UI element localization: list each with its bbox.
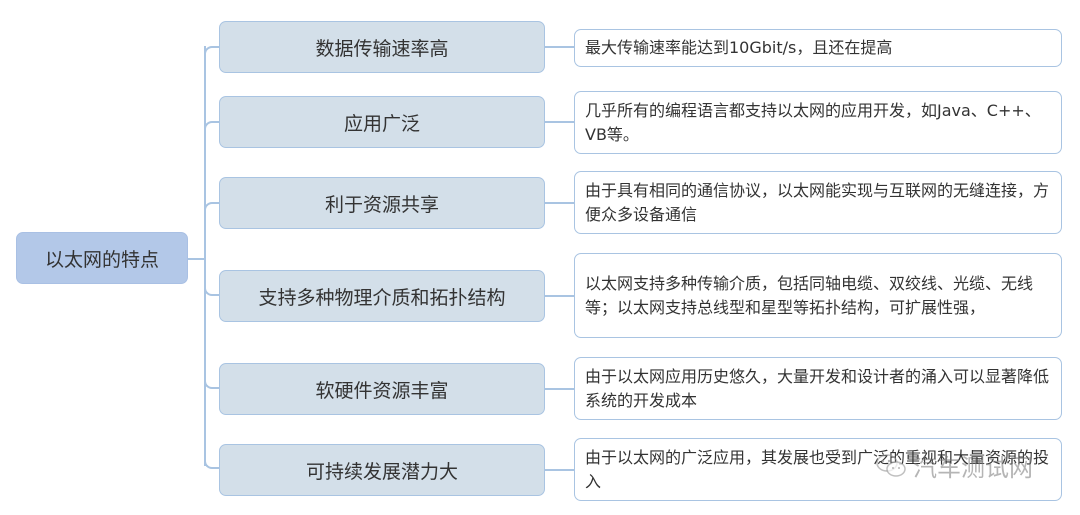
root-node[interactable]: 以太网的特点 [16, 232, 188, 284]
leaf-node-sustainable-potential[interactable]: 由于以太网的广泛应用，其发展也受到广泛的重视和大量资源的投入 [574, 438, 1062, 501]
leaf-connector [545, 46, 574, 48]
branch-node-physical-media-topology[interactable]: 支持多种物理介质和拓扑结构 [219, 270, 545, 322]
branch-node-resource-sharing[interactable]: 利于资源共享 [219, 177, 545, 229]
branch-label: 数据传输速率高 [315, 37, 449, 60]
elbow-connector [204, 46, 220, 58]
branch-label: 支持多种物理介质和拓扑结构 [258, 286, 506, 309]
leaf-node-wide-application[interactable]: 几乎所有的编程语言都支持以太网的应用开发，如Java、C++、VB等。 [574, 91, 1062, 154]
branch-node-rich-resources[interactable]: 软硬件资源丰富 [219, 363, 545, 415]
leaf-connector [545, 388, 574, 390]
branch-node-wide-application[interactable]: 应用广泛 [219, 96, 545, 148]
leaf-connector [545, 295, 574, 297]
elbow-connector [204, 377, 220, 389]
trunk-line [204, 46, 206, 466]
leaf-connector [545, 121, 574, 123]
elbow-connector [204, 457, 220, 469]
branch-label: 可持续发展潜力大 [305, 460, 458, 483]
root-connector [188, 258, 205, 260]
leaf-text: 由于具有相同的通信协议，以太网能实现与互联网的无缝连接，方便众多设备通信 [585, 180, 1050, 224]
leaf-node-resource-sharing[interactable]: 由于具有相同的通信协议，以太网能实现与互联网的无缝连接，方便众多设备通信 [574, 171, 1062, 234]
leaf-node-data-rate[interactable]: 最大传输速率能达到10Gbit/s，且还在提高 [574, 29, 1062, 67]
branch-label: 利于资源共享 [324, 193, 439, 216]
leaf-text: 最大传输速率能达到10Gbit/s，且还在提高 [585, 38, 893, 57]
leaf-text: 以太网支持多种传输介质，包括同轴电缆、双绞线、光缆、无线等；以太网支持总线型和星… [585, 273, 1034, 317]
leaf-node-physical-media-topology[interactable]: 以太网支持多种传输介质，包括同轴电缆、双绞线、光缆、无线等；以太网支持总线型和星… [574, 253, 1062, 338]
root-label: 以太网的特点 [44, 248, 159, 271]
branch-node-sustainable-potential[interactable]: 可持续发展潜力大 [219, 444, 545, 496]
leaf-node-rich-resources[interactable]: 由于以太网应用历史悠久，大量开发和设计者的涌入可以显著降低系统的开发成本 [574, 357, 1062, 420]
branch-node-data-rate[interactable]: 数据传输速率高 [219, 21, 545, 73]
branch-label: 应用广泛 [343, 112, 420, 135]
leaf-connector [545, 202, 574, 204]
elbow-connector [204, 202, 220, 214]
leaf-connector [545, 469, 574, 471]
leaf-text: 由于以太网应用历史悠久，大量开发和设计者的涌入可以显著降低系统的开发成本 [585, 366, 1050, 410]
leaf-text: 由于以太网的广泛应用，其发展也受到广泛的重视和大量资源的投入 [585, 447, 1050, 491]
elbow-connector [204, 121, 220, 133]
elbow-connector [204, 284, 220, 296]
leaf-text: 几乎所有的编程语言都支持以太网的应用开发，如Java、C++、VB等。 [585, 100, 1041, 144]
branch-label: 软硬件资源丰富 [315, 379, 449, 402]
